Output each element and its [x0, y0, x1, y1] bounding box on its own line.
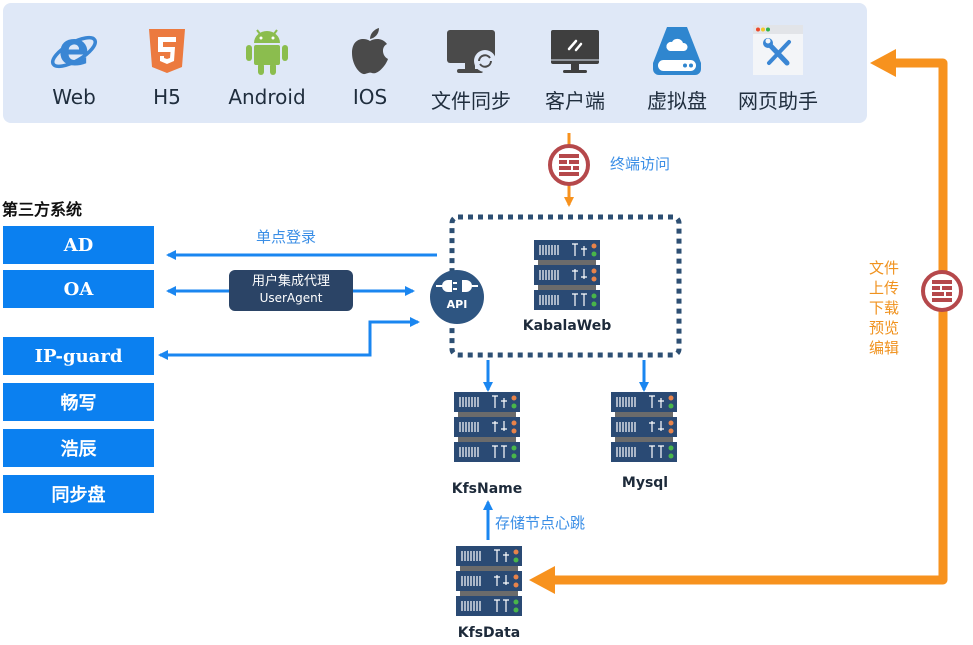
clients-panel: e Web H5 Android: [3, 3, 867, 123]
firewall-icon-file-ops: [921, 270, 963, 312]
plug-icon: [436, 280, 478, 292]
monitor-sync-icon: [447, 30, 496, 73]
mysql-label: Mysql: [621, 475, 669, 491]
system-ip-guard[interactable]: IP-guard: [3, 337, 154, 375]
kabalaweb-label: KabalaWeb: [522, 318, 612, 334]
client-label: 客户端: [545, 89, 605, 113]
html5-icon: [149, 29, 185, 73]
system-changxie[interactable]: 畅写: [3, 383, 154, 421]
user-agent-en: UserAgent: [259, 291, 323, 305]
server-icon-kfsname: [453, 391, 521, 463]
api-label: API: [446, 298, 468, 311]
file-ops-line-2: 上传: [868, 279, 899, 297]
client-label: 文件同步: [431, 89, 511, 113]
file-ops-line: [541, 58, 948, 585]
apple-icon: [352, 28, 388, 75]
system-ad[interactable]: AD: [3, 226, 154, 264]
monitor-icon: [551, 30, 599, 73]
firewall-icon-terminal: [548, 144, 590, 186]
client-label: Web: [52, 85, 96, 109]
client-file-sync[interactable]: 文件同步: [421, 3, 521, 123]
system-haochen[interactable]: 浩辰: [3, 429, 154, 467]
client-label: H5: [153, 85, 181, 109]
kfsname-label: KfsName: [451, 481, 523, 497]
cloud-drive-icon: [653, 27, 701, 75]
user-agent-box: 用户集成代理 UserAgent: [229, 270, 353, 311]
kfsdata-label: KfsData: [457, 625, 521, 641]
client-android[interactable]: Android: [217, 3, 317, 123]
client-label: 网页助手: [738, 89, 818, 113]
terminal-access-label: 终端访问: [610, 155, 671, 173]
client-web[interactable]: e Web: [24, 3, 124, 123]
server-icon-kabalaweb: [533, 239, 601, 311]
android-icon: [246, 29, 288, 75]
orange-arrowhead-top: [870, 49, 896, 77]
client-virtual-disk[interactable]: 虚拟盘: [627, 3, 727, 123]
heartbeat-label: 存储节点心跳: [495, 514, 586, 532]
sso-label: 单点登录: [256, 228, 317, 246]
file-ops-line-5: 编辑: [868, 339, 899, 357]
client-label: IOS: [352, 85, 388, 109]
browser-tools-icon: [753, 25, 803, 75]
file-ops-line-4: 预览: [868, 319, 899, 337]
file-ops-line-3: 下载: [868, 299, 899, 317]
system-sync-disk[interactable]: 同步盘: [3, 475, 154, 513]
ipguard-arrow: [158, 320, 413, 360]
client-h5[interactable]: H5: [117, 3, 217, 123]
ie-browser-icon: e: [50, 25, 98, 76]
user-agent-cn: 用户集成代理: [251, 274, 330, 289]
system-oa[interactable]: OA: [3, 270, 154, 308]
file-ops-line-1: 文件: [868, 259, 899, 277]
client-label: Android: [228, 85, 306, 109]
client-label: 虚拟盘: [647, 89, 707, 113]
server-icon-mysql: [610, 391, 678, 463]
client-web-assistant[interactable]: 网页助手: [728, 3, 828, 123]
third-party-title: 第三方系统: [2, 200, 83, 219]
api-node[interactable]: [430, 270, 484, 324]
server-icon-kfsdata: [455, 545, 523, 617]
client-desktop[interactable]: 客户端: [525, 3, 625, 123]
client-ios[interactable]: IOS: [320, 3, 420, 123]
file-ops-label: 文件 上传 下载 预览 编辑: [866, 258, 902, 358]
orange-arrowhead-kfsdata: [529, 566, 555, 594]
